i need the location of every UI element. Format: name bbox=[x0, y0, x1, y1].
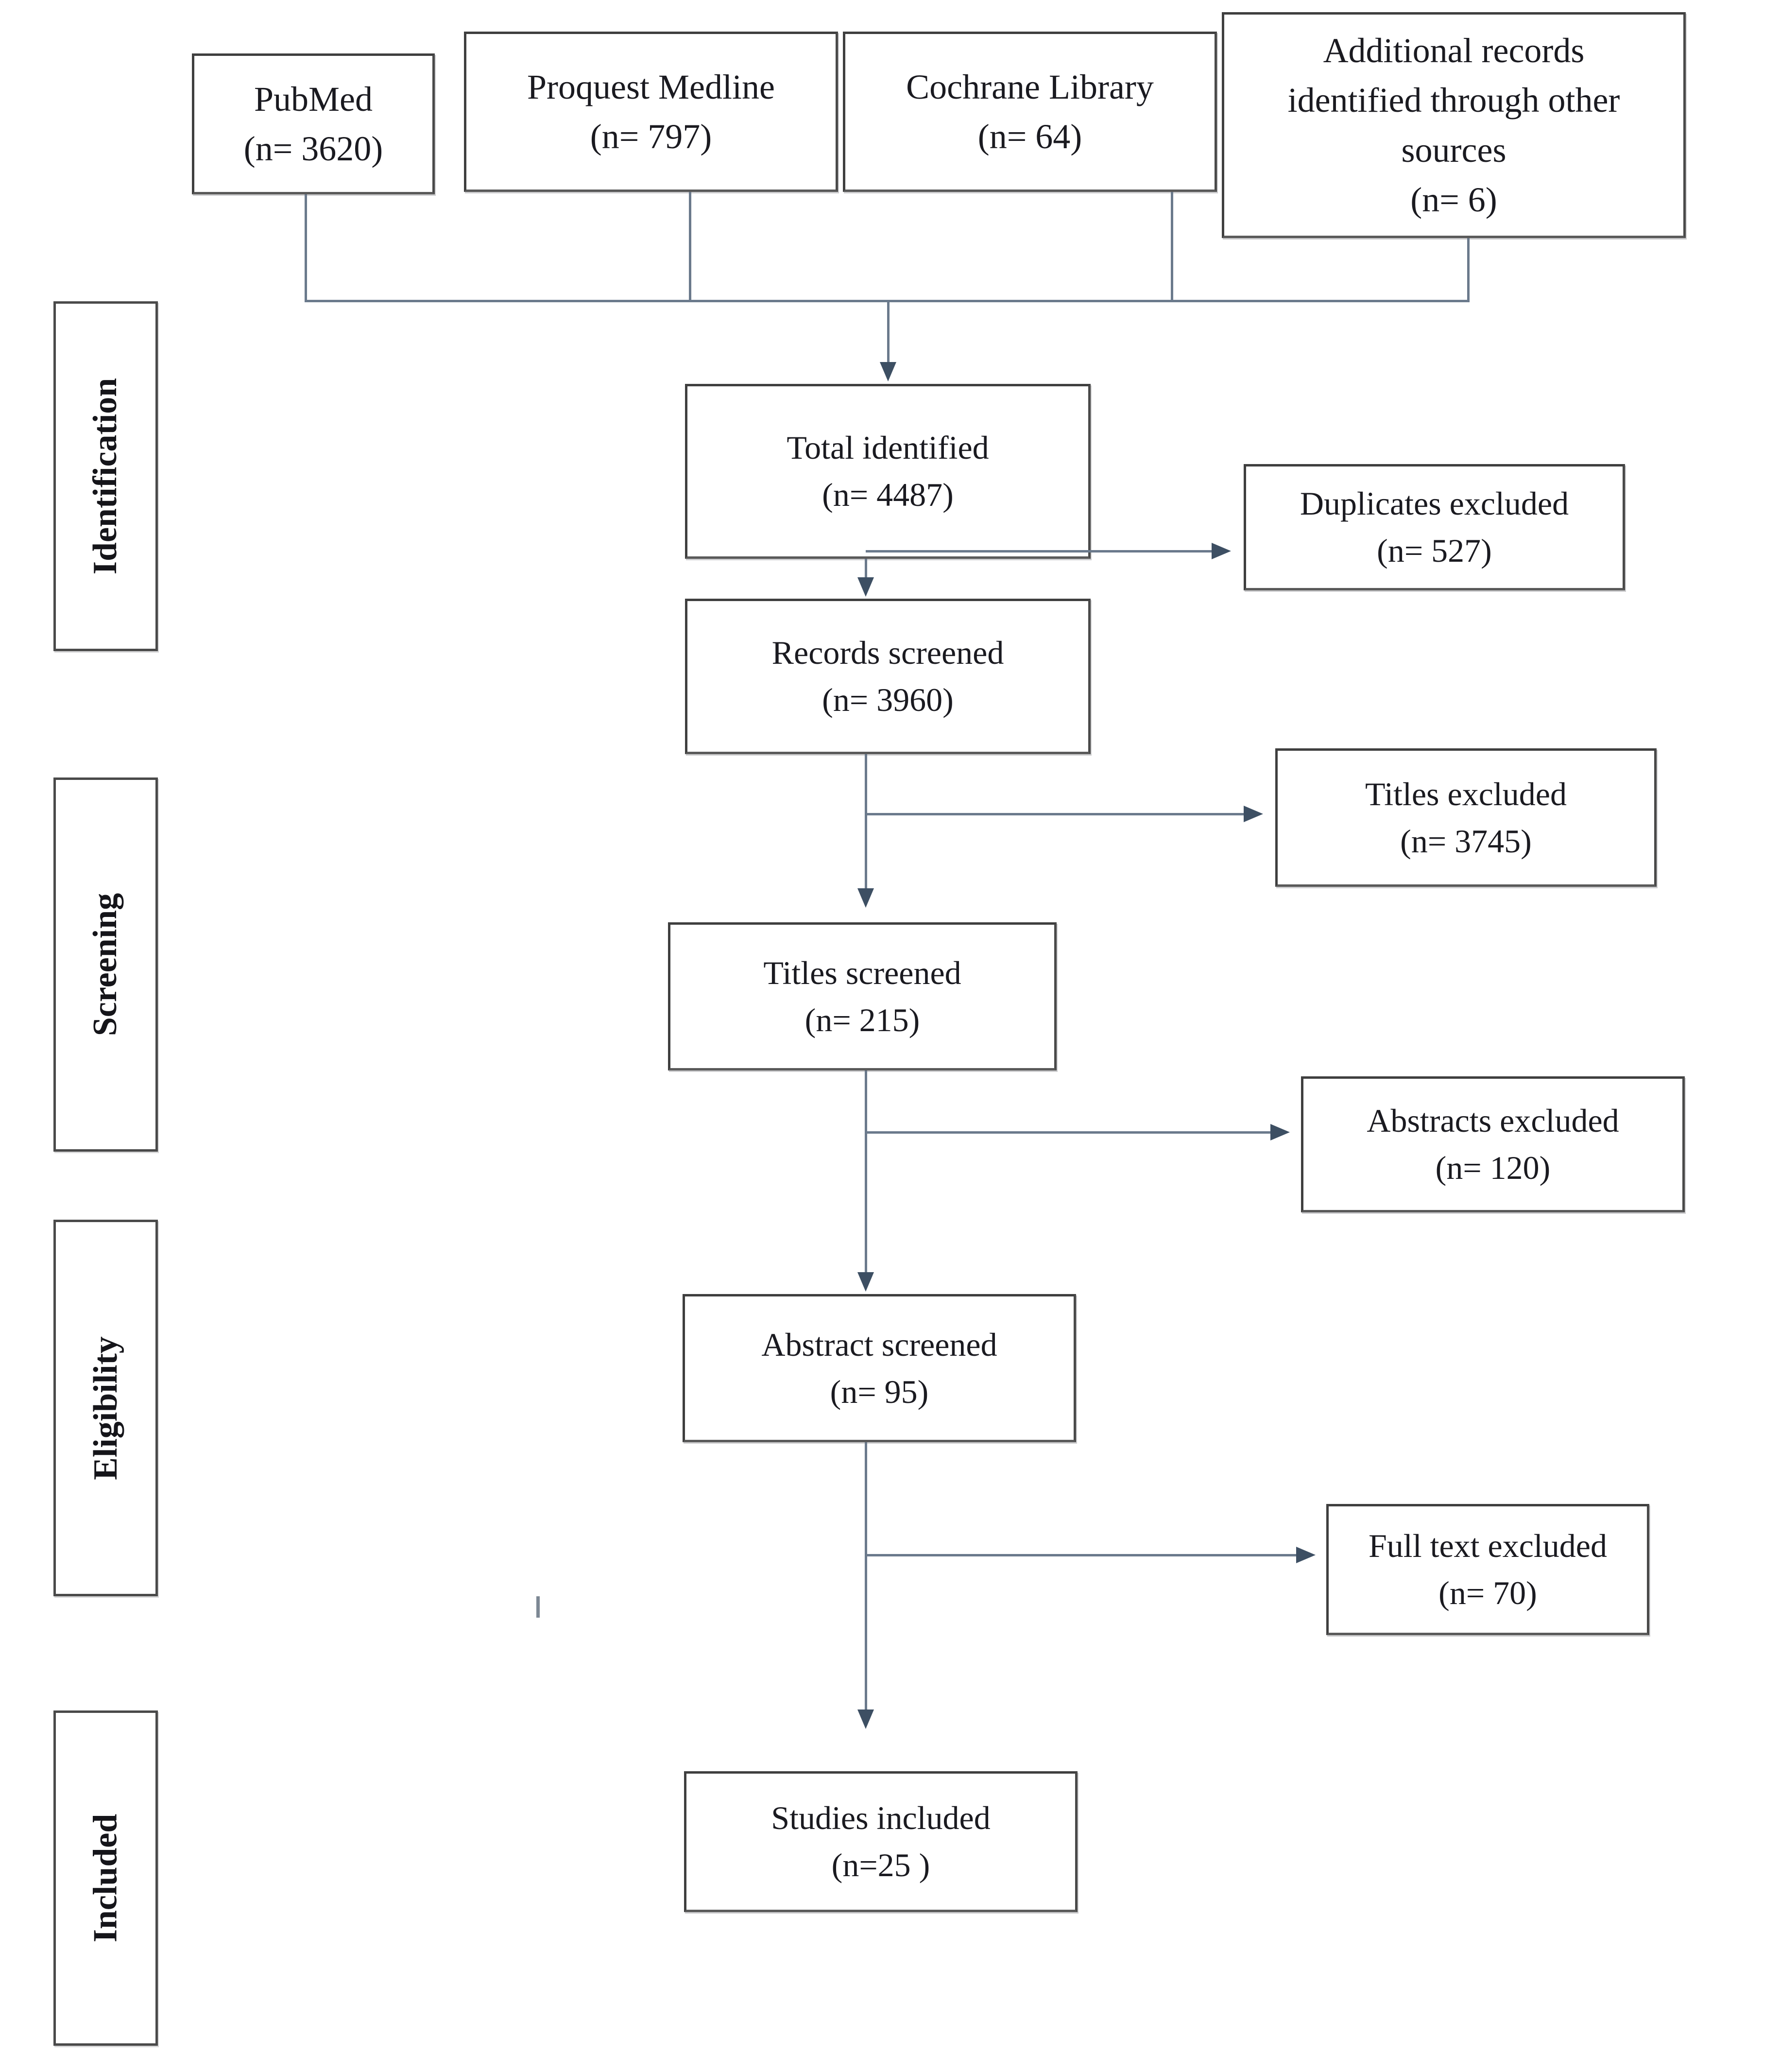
source-name-pubmed: PubMed bbox=[254, 79, 373, 119]
arrow-records-to-titles-excluded bbox=[1244, 806, 1263, 822]
arrow-abstract-to-included bbox=[857, 1709, 874, 1729]
source-name-additional-records-line2: identified through other bbox=[1287, 81, 1620, 120]
source-count-proquest-medline: (n= 797) bbox=[590, 117, 712, 156]
source-name-additional-records-line3: sources bbox=[1401, 130, 1506, 170]
connector-records-to-titles bbox=[865, 754, 867, 890]
arrow-titles-to-abstracts-excluded bbox=[1270, 1124, 1290, 1140]
source-count-additional-records: (n= 6) bbox=[1410, 180, 1497, 219]
phase-box-identification: Identification bbox=[53, 301, 158, 651]
connector-titles-to-abstracts-excluded bbox=[866, 1131, 1271, 1134]
arrow-titles-to-abstract bbox=[857, 1272, 874, 1292]
source-box-proquest-medline: Proquest Medline (n= 797) bbox=[464, 32, 838, 192]
flow-box-records-screened: Records screened (n= 3960) bbox=[685, 599, 1091, 754]
phase-box-eligibility: Eligibility bbox=[53, 1220, 158, 1596]
flow-count-studies-included: (n=25 ) bbox=[831, 1847, 930, 1883]
phase-box-screening: Screening bbox=[53, 777, 158, 1152]
phase-label-identification: Identification bbox=[86, 378, 124, 575]
arrow-abstract-to-full-text-excluded bbox=[1296, 1547, 1316, 1563]
arrow-total-to-records bbox=[857, 577, 874, 597]
flow-label-records-screened: Records screened bbox=[771, 634, 1004, 672]
flow-label-titles-screened: Titles screened bbox=[763, 954, 961, 991]
exclusion-label-duplicates-excluded: Duplicates excluded bbox=[1300, 485, 1569, 522]
exclusion-box-titles-excluded: Titles excluded (n= 3745) bbox=[1275, 748, 1657, 887]
phase-box-included: Included bbox=[53, 1710, 158, 2046]
source-name-additional-records-line1: Additional records bbox=[1323, 31, 1585, 70]
source-count-pubmed: (n= 3620) bbox=[243, 129, 383, 168]
exclusion-box-abstracts-excluded: Abstracts excluded (n= 120) bbox=[1301, 1076, 1685, 1212]
connector-total-to-duplicates bbox=[866, 550, 1213, 553]
flow-count-total-identified: (n= 4487) bbox=[822, 476, 954, 513]
exclusion-count-full-text-excluded: (n= 70) bbox=[1438, 1574, 1537, 1611]
connector-merge-to-total-identified bbox=[887, 300, 890, 370]
source-box-pubmed: PubMed (n= 3620) bbox=[192, 53, 435, 194]
exclusion-label-abstracts-excluded: Abstracts excluded bbox=[1367, 1102, 1619, 1140]
exclusion-box-full-text-excluded: Full text excluded (n= 70) bbox=[1326, 1504, 1649, 1635]
flow-label-abstract-screened: Abstract screened bbox=[761, 1326, 997, 1363]
exclusion-label-titles-excluded: Titles excluded bbox=[1365, 775, 1567, 812]
source-count-cochrane-library: (n= 64) bbox=[977, 117, 1082, 156]
flow-label-total-identified: Total identified bbox=[787, 429, 989, 466]
connector-proquest-stub bbox=[689, 192, 691, 301]
flow-label-studies-included: Studies included bbox=[771, 1799, 991, 1837]
arrow-merge-to-total-identified bbox=[880, 362, 896, 381]
arrow-records-to-titles bbox=[857, 888, 874, 908]
connector-titles-to-abstract bbox=[865, 1071, 867, 1275]
source-box-additional-records: Additional records identified through ot… bbox=[1222, 12, 1686, 238]
flow-box-titles-screened: Titles screened (n= 215) bbox=[668, 922, 1057, 1071]
flow-box-total-identified: Total identified (n= 4487) bbox=[685, 384, 1091, 559]
source-name-proquest-medline: Proquest Medline bbox=[527, 67, 775, 106]
flow-count-abstract-screened: (n= 95) bbox=[830, 1373, 929, 1410]
connector-total-to-records bbox=[865, 559, 867, 581]
connector-abstract-to-full-text-excluded bbox=[866, 1554, 1297, 1556]
connector-records-to-titles-excluded bbox=[866, 813, 1245, 815]
phase-label-included: Included bbox=[86, 1813, 124, 1943]
connector-cochrane-stub bbox=[1171, 192, 1173, 301]
exclusion-count-duplicates-excluded: (n= 527) bbox=[1377, 532, 1492, 569]
arrow-total-to-duplicates bbox=[1212, 543, 1231, 559]
connector-pubmed-stub bbox=[305, 194, 307, 301]
stray-tick-mark bbox=[536, 1596, 540, 1618]
exclusion-box-duplicates-excluded: Duplicates excluded (n= 527) bbox=[1244, 464, 1625, 590]
flow-box-abstract-screened: Abstract screened (n= 95) bbox=[683, 1294, 1076, 1442]
connector-abstract-to-included bbox=[865, 1442, 867, 1712]
phase-label-screening: Screening bbox=[86, 893, 124, 1036]
exclusion-count-abstracts-excluded: (n= 120) bbox=[1435, 1149, 1551, 1186]
flow-count-titles-screened: (n= 215) bbox=[804, 1001, 920, 1038]
exclusion-count-titles-excluded: (n= 3745) bbox=[1400, 822, 1532, 860]
connector-additional-stub bbox=[1467, 238, 1470, 301]
source-name-cochrane-library: Cochrane Library bbox=[906, 67, 1154, 106]
exclusion-label-full-text-excluded: Full text excluded bbox=[1368, 1527, 1607, 1565]
flow-box-studies-included: Studies included (n=25 ) bbox=[684, 1771, 1078, 1912]
phase-label-eligibility: Eligibility bbox=[86, 1336, 124, 1480]
source-box-cochrane-library: Cochrane Library (n= 64) bbox=[843, 32, 1217, 192]
flow-count-records-screened: (n= 3960) bbox=[822, 681, 954, 718]
